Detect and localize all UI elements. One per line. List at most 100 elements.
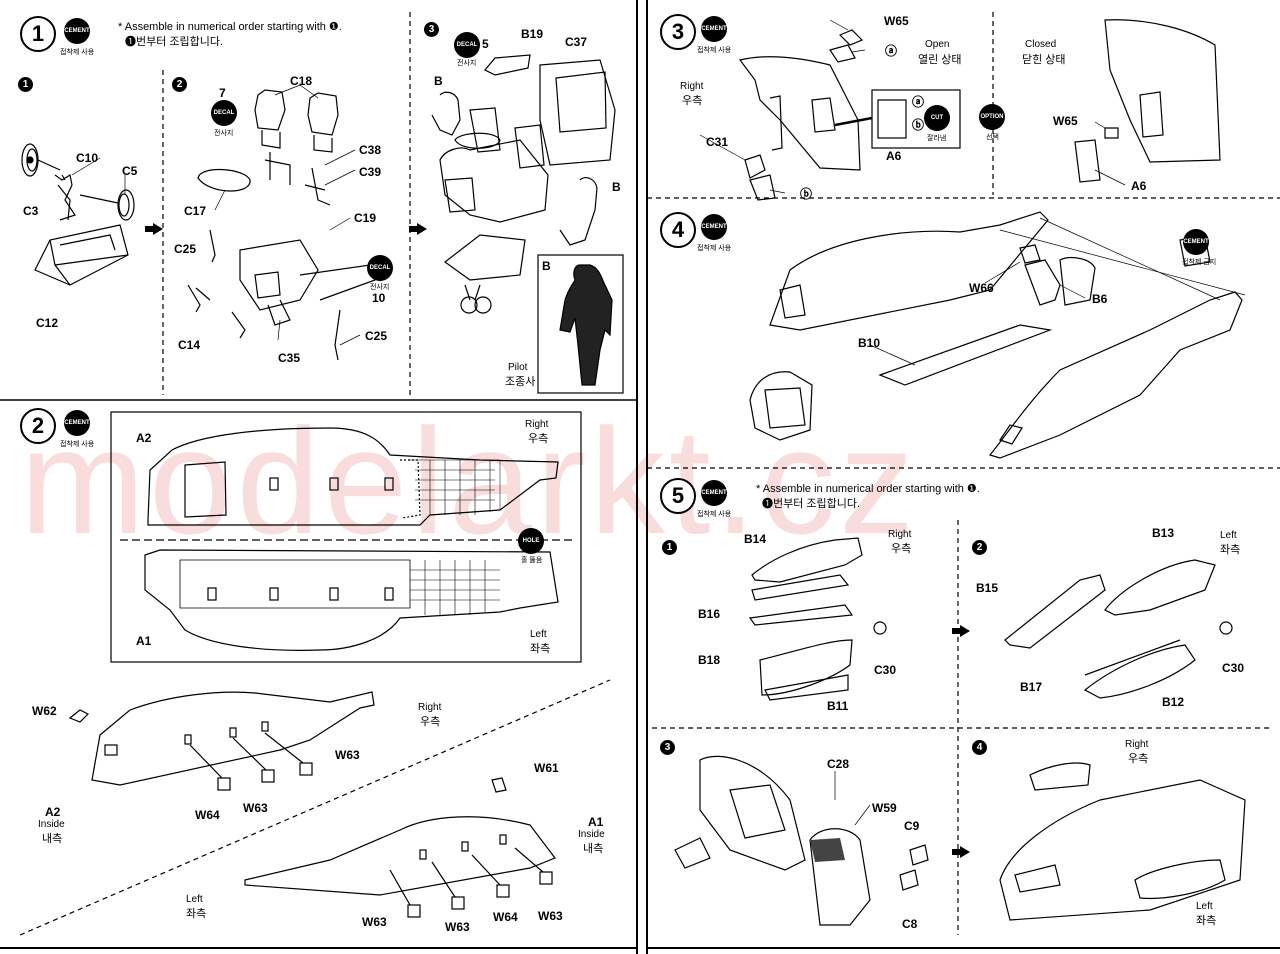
part-label: A2 — [136, 431, 152, 445]
assembly-order-note-kr: ❶번부터 조립합니다. — [762, 498, 861, 510]
step-arrows — [145, 223, 970, 858]
cockpit-tub-drawing — [431, 54, 616, 314]
part-label: C39 — [359, 165, 382, 179]
inside-label: Inside — [38, 819, 65, 830]
part-label: C12 — [36, 316, 59, 330]
fuselage-halves-box — [110, 411, 582, 663]
part-label: B13 — [1152, 526, 1175, 540]
side-label: Right — [418, 702, 442, 713]
part-label: B18 — [698, 653, 721, 667]
part-label: 5 — [482, 37, 489, 51]
hole-badge: HOLE — [518, 528, 544, 554]
state-label-kr: 닫힌 상태 — [1022, 54, 1066, 66]
part-label: A6 — [886, 149, 902, 163]
part-label: W63 — [445, 920, 470, 934]
part-label: B19 — [521, 27, 544, 41]
inside-label-kr: 내측 — [42, 833, 63, 845]
part-label: A1 — [588, 815, 604, 829]
no-cement-badge: CEMENT — [1183, 229, 1209, 255]
assembly-order-note: * Assemble in numerical order starting w… — [756, 483, 980, 495]
fuselage-assembly-drawing — [749, 211, 1246, 459]
cement-caption: 접착제 사용 — [697, 47, 732, 54]
side-label: Left — [1220, 530, 1237, 541]
step-4-marker: 4 — [660, 212, 696, 248]
side-label-kr: 좌측 — [1220, 544, 1241, 556]
part-label: B12 — [1162, 695, 1185, 709]
cement-badge: CEMENT — [64, 18, 90, 44]
part-label: B — [434, 74, 443, 88]
part-label: C37 — [565, 35, 588, 49]
side-label: Left — [530, 629, 547, 640]
step-5-marker: 5 — [660, 478, 696, 514]
cement-badge: CEMENT — [701, 214, 727, 240]
leader-lines — [71, 19, 1126, 826]
assembly-order-note: * Assemble in numerical order starting w… — [118, 21, 342, 33]
part-label: 10 — [372, 291, 386, 305]
substep-3: 3 — [660, 740, 675, 755]
decal-caption: 전사지 — [370, 284, 390, 291]
part-label: C5 — [122, 164, 138, 178]
part-label: C30 — [1222, 661, 1245, 675]
part-label: ⓐ — [912, 95, 925, 109]
part-label: W62 — [32, 704, 57, 718]
pilot-label: Pilot — [508, 362, 528, 373]
part-label: B6 — [1092, 292, 1108, 306]
substep-3: 3 — [424, 22, 439, 37]
cut-badge: CUT — [924, 105, 950, 131]
side-label-kr: 우측 — [420, 716, 441, 728]
cement-caption: 접착제 사용 — [60, 49, 95, 56]
part-label: C31 — [706, 135, 729, 149]
decal-caption: 전사지 — [214, 130, 234, 137]
part-label: W63 — [243, 801, 268, 815]
part-label: A2 — [45, 805, 61, 819]
side-label: Right — [1125, 739, 1149, 750]
part-label: C28 — [827, 757, 850, 771]
assembly-order-note-kr: ❶번부터 조립합니다. — [125, 36, 224, 48]
part-label: ⓑ — [912, 118, 925, 132]
part-label: C25 — [174, 242, 197, 256]
substep-1: 1 — [662, 540, 677, 555]
decal-badge: DECAL — [367, 255, 393, 281]
side-label: Left — [186, 894, 203, 905]
state-label: Open — [925, 39, 950, 50]
substep-2: 2 — [972, 540, 987, 555]
side-label-kr: 우측 — [1128, 753, 1149, 765]
part-label: B14 — [744, 532, 767, 546]
part-label: W63 — [362, 915, 387, 929]
cement-badge: CEMENT — [701, 480, 727, 506]
side-label: Left — [1196, 901, 1213, 912]
cement-caption: 접착제 사용 — [697, 245, 732, 252]
pilot-figure-box — [537, 254, 624, 394]
substep-4: 4 — [972, 740, 987, 755]
part-label: B16 — [698, 607, 721, 621]
state-label: Closed — [1025, 39, 1057, 50]
cut-caption: 잘라냄 — [927, 135, 947, 142]
part-label: C19 — [354, 211, 377, 225]
part-label: B — [612, 180, 621, 194]
part-label: W66 — [969, 281, 994, 295]
side-label-kr: 우측 — [528, 433, 549, 445]
part-label: C10 — [76, 151, 99, 165]
part-label: B — [542, 259, 551, 273]
part-label: A1 — [136, 634, 152, 648]
cement-badge: CEMENT — [701, 16, 727, 42]
side-label-kr: 좌측 — [530, 643, 551, 655]
part-label: C14 — [178, 338, 201, 352]
decal-caption: 전사지 — [457, 60, 477, 67]
option-caption: 선택 — [986, 134, 999, 141]
option-badge: OPTION — [979, 104, 1005, 130]
no-cement-caption: 접착제 금지 — [1182, 259, 1217, 266]
engine-nacelle-drawing — [674, 537, 1246, 926]
part-label: ⓑ — [800, 187, 813, 201]
cement-caption: 접착제 사용 — [60, 441, 95, 448]
part-label: C30 — [874, 663, 897, 677]
side-label-kr: 우측 — [891, 543, 912, 555]
part-label: W63 — [335, 748, 360, 762]
part-label: W63 — [538, 909, 563, 923]
part-label: C38 — [359, 143, 382, 157]
step-2-marker: 2 — [20, 408, 56, 444]
decal-badge: DECAL — [454, 32, 480, 58]
part-label: C9 — [904, 819, 920, 833]
step-3-marker: 3 — [660, 14, 696, 50]
